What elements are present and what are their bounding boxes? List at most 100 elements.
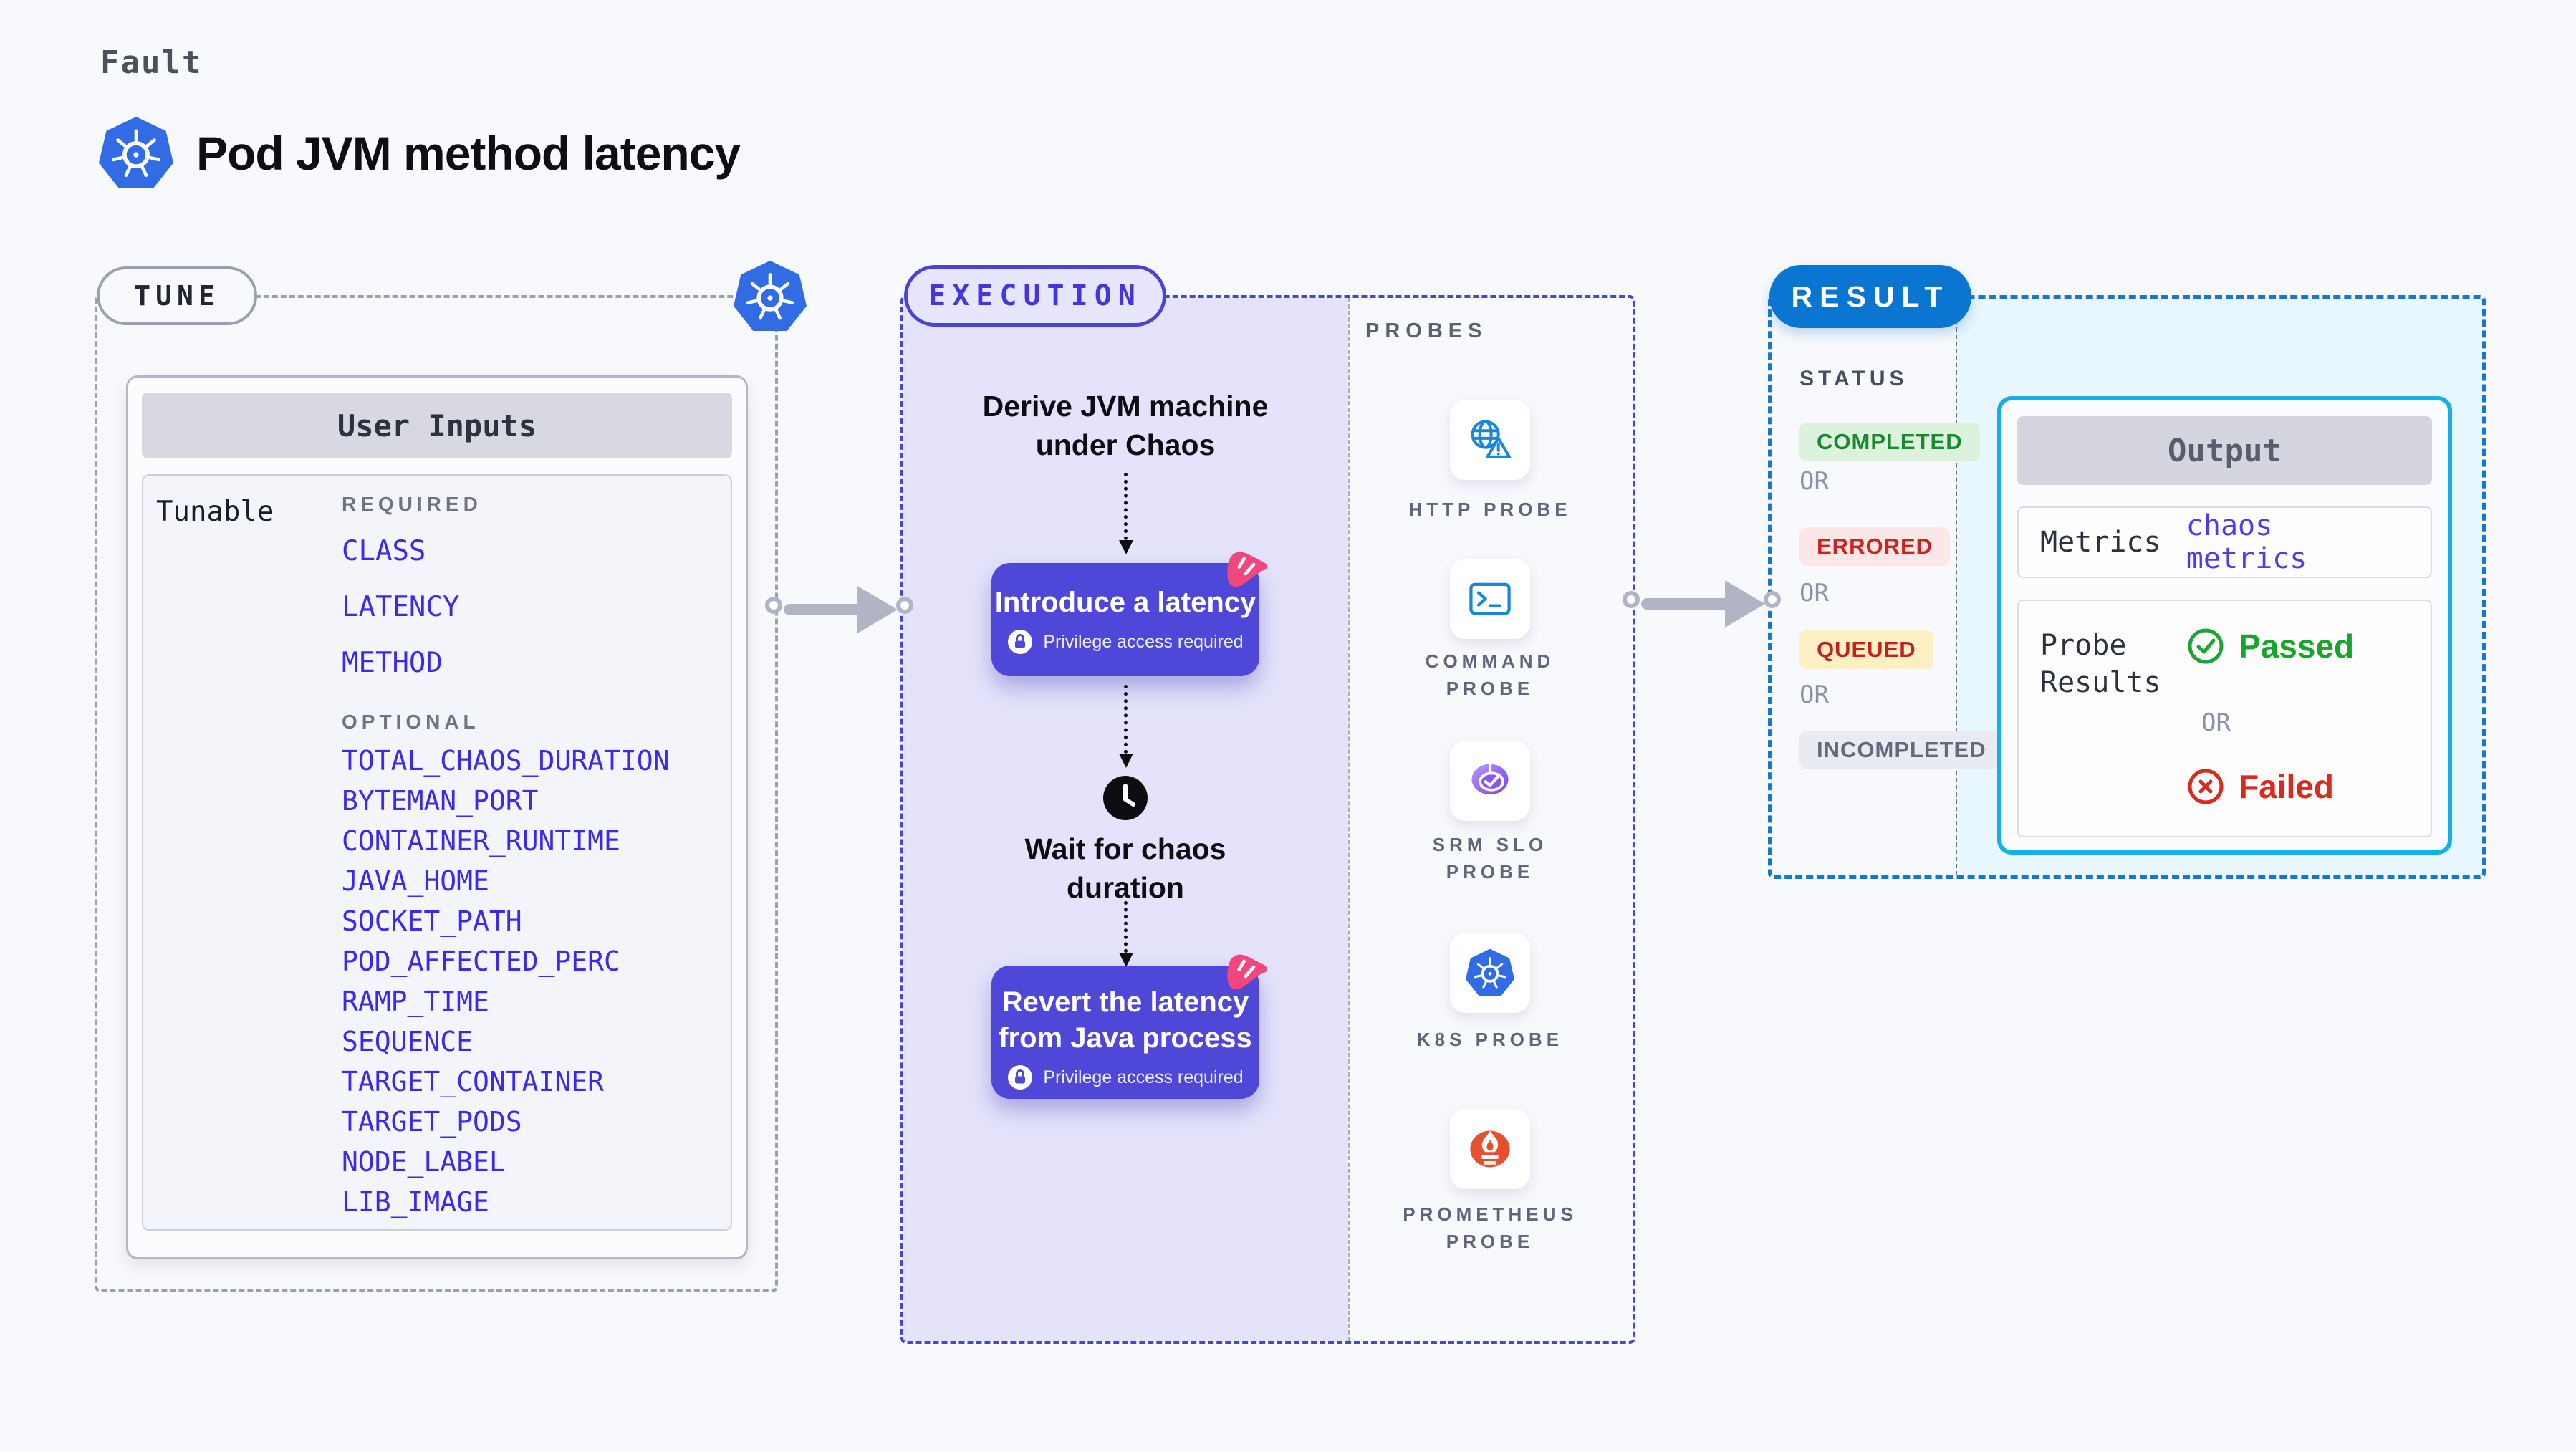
flow-arrow-down bbox=[1119, 685, 1133, 768]
status-column-label: STATUS bbox=[1799, 367, 1908, 390]
revert-latency-step: Revert the latency from Java process Pri… bbox=[991, 966, 1259, 1099]
param-lib-image[interactable]: LIB_IMAGE bbox=[342, 1186, 489, 1218]
derive-step-line2: under Chaos bbox=[1035, 428, 1216, 461]
srm-slo-probe-card bbox=[1450, 741, 1530, 821]
metrics-label: Metrics bbox=[2040, 526, 2161, 559]
or-separator: OR bbox=[1799, 681, 1829, 709]
param-latency[interactable]: LATENCY bbox=[342, 590, 460, 623]
privilege-badge: Privilege access required bbox=[991, 629, 1259, 655]
prometheus-probe-label: PROMETHEUS PROBE bbox=[1403, 1203, 1577, 1252]
execution-section-tag: EXECUTION bbox=[904, 265, 1166, 327]
fault-eyebrow-label: Fault bbox=[100, 44, 203, 81]
x-circle-icon bbox=[2187, 768, 2224, 805]
param-sequence[interactable]: SEQUENCE bbox=[342, 1026, 474, 1057]
passed-label: Passed bbox=[2239, 628, 2355, 665]
param-target-pods[interactable]: TARGET_PODS bbox=[342, 1106, 522, 1138]
param-byteman-port[interactable]: BYTEMAN_PORT bbox=[342, 785, 539, 817]
user-inputs-list-box bbox=[142, 474, 732, 1231]
status-badge-errored: ERRORED bbox=[1799, 527, 1951, 566]
arrow-start-dot bbox=[1623, 591, 1640, 608]
kubernetes-icon bbox=[99, 115, 173, 192]
param-socket-path[interactable]: SOCKET_PATH bbox=[342, 905, 522, 937]
result-section-box bbox=[1768, 295, 2486, 879]
srm-slo-probe-label: SRM SLO PROBE bbox=[1432, 834, 1548, 883]
page-title: Pod JVM method latency bbox=[196, 127, 741, 180]
introduce-latency-step: Introduce a latency Privilege access req… bbox=[991, 563, 1259, 676]
revert-latency-title-line1: Revert the latency bbox=[1001, 986, 1249, 1018]
param-method[interactable]: METHOD bbox=[342, 646, 443, 679]
probes-column-label: PROBES bbox=[1365, 319, 1488, 342]
arrow-shaft bbox=[1641, 598, 1732, 610]
k8s-probe-icon bbox=[1466, 948, 1514, 997]
failed-label: Failed bbox=[2239, 768, 2334, 805]
http-probe-card bbox=[1450, 400, 1530, 480]
flow-arrow-down bbox=[1119, 473, 1133, 554]
privilege-badge-label: Privilege access required bbox=[1043, 631, 1244, 652]
wait-step-line1: Wait for chaos bbox=[1024, 832, 1226, 865]
status-badge-queued: QUEUED bbox=[1799, 630, 1933, 669]
or-separator: OR bbox=[1799, 579, 1829, 607]
tune-section-box bbox=[95, 295, 778, 1292]
prometheus-probe-icon bbox=[1466, 1125, 1514, 1173]
arrow-end-dot bbox=[1764, 591, 1781, 608]
http-probe-icon bbox=[1466, 415, 1514, 464]
k8s-probe-label: K8S PROBE bbox=[1416, 1029, 1564, 1050]
or-separator: OR bbox=[1799, 467, 1829, 496]
tune-section-tag: TUNE bbox=[97, 266, 257, 325]
privilege-badge: Privilege access required bbox=[991, 1064, 1259, 1090]
check-circle-icon bbox=[2187, 628, 2224, 665]
passed-verdict: Passed bbox=[2187, 627, 2354, 665]
param-pod-affected-perc[interactable]: POD_AFFECTED_PERC bbox=[342, 946, 620, 977]
derive-step-line1: Derive JVM machine bbox=[982, 390, 1269, 423]
param-node-label[interactable]: NODE_LABEL bbox=[342, 1146, 506, 1178]
wait-step-line2: duration bbox=[1067, 871, 1184, 904]
command-probe-icon bbox=[1466, 574, 1514, 623]
metrics-value-link[interactable]: chaos metrics bbox=[2186, 509, 2307, 575]
tunable-parameters-column: REQUIRED CLASS LATENCY METHOD OPTIONAL T… bbox=[342, 486, 729, 1222]
arrow-start-dot bbox=[765, 597, 782, 614]
status-badge-incompleted: INCOMPLETED bbox=[1799, 731, 2004, 769]
param-java-home[interactable]: JAVA_HOME bbox=[342, 865, 489, 897]
http-probe-label: HTTP PROBE bbox=[1408, 499, 1572, 520]
output-card-title: Output bbox=[2017, 416, 2432, 485]
user-inputs-card-title: User Inputs bbox=[142, 393, 732, 458]
introduce-latency-title: Introduce a latency bbox=[994, 587, 1256, 618]
metrics-row: Metrics chaos metrics bbox=[2017, 506, 2432, 578]
revert-latency-title-line2: from Java process bbox=[999, 1022, 1252, 1054]
wait-step-label: Wait for chaos duration bbox=[910, 830, 1340, 907]
output-card: Output Metrics chaos metrics Probe Resul… bbox=[1997, 396, 2452, 855]
param-class[interactable]: CLASS bbox=[342, 534, 426, 567]
arrow-end-dot bbox=[896, 597, 913, 614]
k8s-probe-card bbox=[1450, 933, 1530, 1013]
lock-icon bbox=[1007, 629, 1033, 655]
derive-step-label: Derive JVM machine under Chaos bbox=[910, 387, 1340, 464]
execution-section-box bbox=[900, 295, 1635, 1344]
flow-arrow-down bbox=[1119, 901, 1133, 967]
command-probe-card bbox=[1450, 559, 1530, 639]
chaos-spark-icon bbox=[1221, 944, 1274, 998]
param-container-runtime[interactable]: CONTAINER_RUNTIME bbox=[342, 825, 620, 857]
failed-verdict: Failed bbox=[2187, 767, 2334, 806]
clock-icon bbox=[1102, 775, 1148, 821]
probe-results-label: Probe Results bbox=[2040, 629, 2161, 699]
tunable-label: Tunable bbox=[156, 496, 274, 528]
optional-section-label: OPTIONAL bbox=[342, 711, 480, 733]
or-separator: OR bbox=[2201, 708, 2231, 737]
arrow-head bbox=[1725, 580, 1765, 628]
probe-results-row: Probe Results Passed OR Failed bbox=[2017, 600, 2432, 837]
lock-icon bbox=[1007, 1064, 1033, 1090]
kubernetes-corner-icon bbox=[734, 259, 807, 334]
chaos-spark-icon bbox=[1221, 542, 1274, 595]
privilege-badge-label: Privilege access required bbox=[1043, 1067, 1244, 1087]
arrow-shaft bbox=[784, 604, 865, 615]
param-target-container[interactable]: TARGET_CONTAINER bbox=[342, 1066, 605, 1097]
arrow-head bbox=[857, 586, 898, 633]
required-section-label: REQUIRED bbox=[342, 493, 482, 515]
result-section-tag: RESULT bbox=[1769, 265, 1971, 328]
param-total-chaos-duration[interactable]: TOTAL_CHAOS_DURATION bbox=[342, 745, 670, 777]
param-ramp-time[interactable]: RAMP_TIME bbox=[342, 986, 489, 1017]
prometheus-probe-card bbox=[1450, 1109, 1530, 1189]
srm-slo-probe-icon bbox=[1466, 756, 1514, 805]
status-badge-completed: COMPLETED bbox=[1799, 423, 1980, 461]
